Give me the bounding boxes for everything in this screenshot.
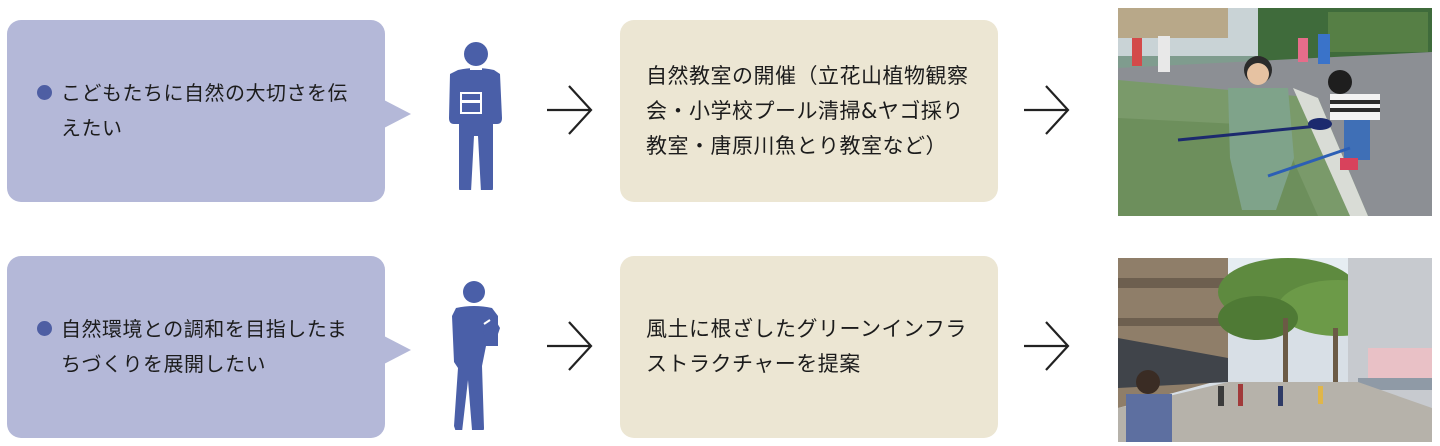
bullet-icon xyxy=(37,85,52,100)
arrow-right-icon xyxy=(1024,85,1070,135)
arrow-right-icon xyxy=(547,85,593,135)
action-box-2: 風土に根ざしたグリーンインフラストラクチャーを提案 xyxy=(620,256,998,438)
wish-bubble-2: 自然環境との調和を目指したまちづくりを展開したい xyxy=(7,256,411,438)
wish-text-1: こどもたちに自然の大切さを伝えたい xyxy=(37,76,355,146)
arrow-right-icon xyxy=(547,321,593,371)
wish-text-2: 自然環境との調和を目指したまちづくりを展開したい xyxy=(37,312,355,382)
person-thinking-icon xyxy=(452,281,500,430)
wish-label-2: 自然環境との調和を目指したまちづくりを展開したい xyxy=(61,317,348,376)
action-text-1: 自然教室の開催（立花山植物観察会・小学校プール清掃&ヤゴ採り教室・唐原川魚とり教… xyxy=(646,63,969,158)
action-text-2: 風土に根ざしたグリーンインフラストラクチャーを提案 xyxy=(646,317,967,376)
bullet-icon xyxy=(37,321,52,336)
arrow-right-icon xyxy=(1024,321,1070,371)
row-1: こどもたちに自然の大切さを伝えたい 自然教室の開催（立花山植物観察会・小学校プー… xyxy=(0,8,1440,216)
photo-pool-cleaning xyxy=(1118,8,1432,216)
action-box-1: 自然教室の開催（立花山植物観察会・小学校プール清掃&ヤゴ採り教室・唐原川魚とり教… xyxy=(620,20,998,202)
photo-green-street xyxy=(1118,258,1432,442)
wish-label-1: こどもたちに自然の大切さを伝えたい xyxy=(61,81,348,140)
row-2: 自然環境との調和を目指したまちづくりを展開したい 風土に根ざしたグリーンインフラ… xyxy=(0,256,1440,446)
person-holding-board-icon xyxy=(449,42,502,190)
wish-bubble-1: こどもたちに自然の大切さを伝えたい xyxy=(7,20,411,202)
